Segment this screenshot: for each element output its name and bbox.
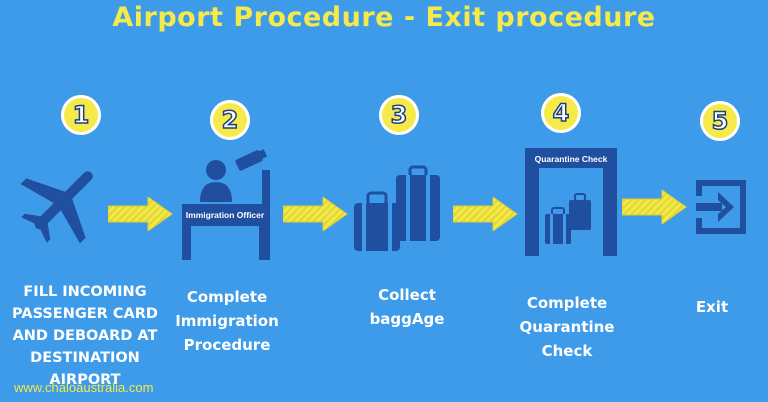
arrow-2-to-3 [283, 197, 348, 231]
step-2-line-2: Immigration [175, 312, 279, 330]
step-1-line-2: PASSENGER CARD [12, 306, 158, 322]
step-1-number: 1 [72, 100, 90, 130]
arrow-4-to-5 [622, 190, 687, 224]
step-4-line-3: Check [541, 342, 593, 360]
footer-website: www.chaloaustralia.com [14, 380, 154, 395]
step-1-description: FILL INCOMING PASSENGER CARD AND DEBOARD… [0, 281, 170, 391]
step-3-line-2: baggAge [369, 310, 445, 328]
quarantine-gate-icon: Quarantine Check [525, 148, 617, 256]
step-4-line-2: Quarantine [519, 318, 615, 336]
airplane-icon [20, 171, 93, 244]
step-5-line-1: Exit [695, 298, 729, 316]
step-1-line-1: FILL INCOMING [23, 284, 147, 300]
step-2-line-3: Procedure [183, 336, 271, 354]
immigration-officer-icon: Immigration Officer [182, 149, 270, 260]
step-3-line-1: Collect [378, 286, 436, 304]
step-2-number: 2 [221, 105, 239, 135]
arrow-3-to-4 [453, 197, 518, 231]
step-5-number: 5 [711, 106, 729, 136]
step-3-badge: 3 [379, 95, 419, 135]
step-5-description: Exit [680, 295, 744, 319]
step-2-line-1: Complete [186, 288, 268, 306]
step-4-number: 4 [552, 98, 570, 128]
quarantine-check-label: Quarantine Check [535, 154, 608, 164]
step-3-number: 3 [390, 100, 408, 130]
arrow-1-to-2 [108, 197, 173, 231]
step-5-badge: 5 [700, 101, 740, 141]
immigration-officer-label: Immigration Officer [186, 210, 265, 220]
step-1-line-3: AND DEBOARD AT [12, 328, 158, 344]
step-2-badge: 2 [210, 100, 250, 140]
exit-icon [696, 180, 746, 234]
step-1-badge: 1 [61, 95, 101, 135]
step-4-badge: 4 [541, 93, 581, 133]
page-title: Airport Procedure - Exit procedure [112, 2, 656, 33]
step-3-description: Collect baggAge [352, 283, 462, 331]
step-1-line-4: DESTINATION AIRPORT [30, 350, 140, 388]
step-4-description: Complete Quarantine Check [514, 291, 620, 363]
step-4-line-1: Complete [526, 294, 608, 312]
baggage-icon [354, 165, 440, 251]
step-2-description: Complete Immigration Procedure [168, 285, 286, 357]
